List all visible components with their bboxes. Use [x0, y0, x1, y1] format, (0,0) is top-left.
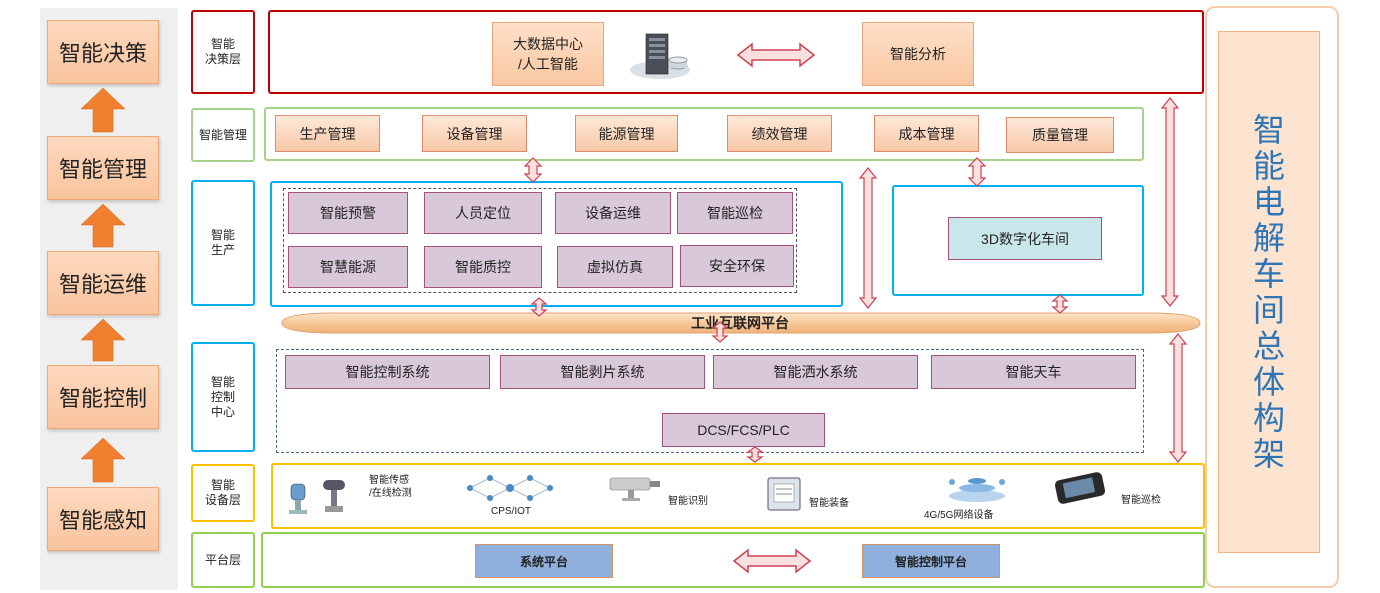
- vertical-double-arrow-icon: [1168, 333, 1188, 463]
- prod-equipment-om: 设备运维: [555, 192, 671, 234]
- layer-label-production: 智能 生产: [191, 180, 255, 306]
- device-network-label: 4G/5G网络设备: [924, 510, 994, 521]
- prod-smart-energy: 智慧能源: [288, 246, 408, 288]
- network-icon: [949, 478, 1005, 502]
- cps-iot-icon: [467, 475, 553, 501]
- layer-label-management: 智能管理: [191, 108, 255, 162]
- intelligent-analysis-box: 智能分析: [862, 22, 974, 86]
- management-layer-frame: [264, 107, 1144, 161]
- mgmt-equipment: 设备管理: [422, 115, 527, 152]
- mgmt-energy: 能源管理: [575, 115, 678, 152]
- left-item-management: 智能管理: [47, 136, 159, 200]
- digital-workshop-box: 3D数字化车间: [948, 217, 1102, 260]
- big-data-center-box: 大数据中心 /人工智能: [492, 22, 604, 86]
- server-icon: [630, 33, 690, 79]
- ctrl-stripping-system: 智能剥片系统: [500, 355, 705, 389]
- left-item-operation: 智能运维: [47, 251, 159, 315]
- up-arrow-icon: [80, 203, 126, 248]
- camera-icon: [609, 477, 660, 501]
- vertical-double-arrow-icon: [858, 167, 878, 309]
- up-arrow-icon: [80, 87, 126, 133]
- platform-layer-frame: [261, 532, 1205, 588]
- vertical-double-arrow-icon: [711, 321, 729, 343]
- decision-double-arrow-icon: [736, 42, 816, 68]
- prod-warning: 智能预警: [288, 192, 408, 234]
- industrial-internet-platform-bar: [281, 312, 1201, 334]
- control-platform-box: 智能控制平台: [862, 544, 1000, 578]
- layer-label-platform: 平台层: [191, 532, 255, 588]
- device-inspection-label: 智能巡检: [1121, 495, 1161, 506]
- device-equipment-label: 智能装备: [809, 498, 849, 509]
- ctrl-control-system: 智能控制系统: [285, 355, 490, 389]
- prod-quality-control: 智能质控: [424, 246, 542, 288]
- left-item-control: 智能控制: [47, 365, 159, 429]
- vertical-double-arrow-icon: [1051, 294, 1069, 314]
- vertical-double-arrow-icon: [1160, 97, 1180, 307]
- decision-layer-frame: [268, 10, 1204, 94]
- mgmt-cost: 成本管理: [874, 115, 979, 152]
- production-dashed-group: [283, 188, 797, 293]
- ctrl-overhead-crane: 智能天车: [931, 355, 1136, 389]
- platform-double-arrow-icon: [732, 548, 812, 574]
- handheld-device-icon: [1054, 472, 1106, 504]
- mgmt-quality: 质量管理: [1006, 117, 1114, 153]
- ctrl-dcs-fcs-plc: DCS/FCS/PLC: [662, 413, 825, 447]
- system-platform-box: 系统平台: [475, 544, 613, 578]
- right-title-box: 智 能 电 解 车 间 总 体 构 架: [1218, 31, 1320, 553]
- prod-virtual-simulation: 虚拟仿真: [557, 246, 673, 288]
- devices-layer-frame: [271, 463, 1205, 529]
- mgmt-performance: 绩效管理: [727, 115, 832, 152]
- left-item-decision: 智能决策: [47, 20, 159, 84]
- right-title-text: 智 能 电 解 车 间 总 体 构 架: [1252, 111, 1285, 473]
- prod-inspection: 智能巡检: [677, 192, 793, 234]
- sensor-icon: [289, 480, 345, 514]
- layer-label-control: 智能 控制 中心: [191, 342, 255, 452]
- mgmt-production: 生产管理: [275, 115, 380, 152]
- vertical-double-arrow-icon: [523, 157, 543, 183]
- device-cps-iot-label: CPS/IOT: [491, 506, 532, 517]
- up-arrow-icon: [80, 437, 126, 483]
- device-sensor-label: 智能传感 /在线检测: [369, 475, 412, 499]
- up-arrow-icon: [80, 318, 126, 362]
- layer-label-decision: 智能 决策层: [191, 10, 255, 94]
- layer-label-devices: 智能 设备层: [191, 464, 255, 522]
- vertical-double-arrow-icon: [746, 446, 764, 463]
- equipment-icon: [767, 477, 801, 511]
- left-item-perception: 智能感知: [47, 487, 159, 551]
- control-layer-frame: [276, 349, 1144, 453]
- vertical-double-arrow-icon: [967, 157, 987, 187]
- prod-safety-env: 安全环保: [680, 245, 794, 287]
- vertical-double-arrow-icon: [530, 297, 548, 317]
- ctrl-sprinkling-system: 智能洒水系统: [713, 355, 918, 389]
- prod-personnel-location: 人员定位: [424, 192, 542, 234]
- device-recognition-label: 智能识别: [668, 496, 708, 507]
